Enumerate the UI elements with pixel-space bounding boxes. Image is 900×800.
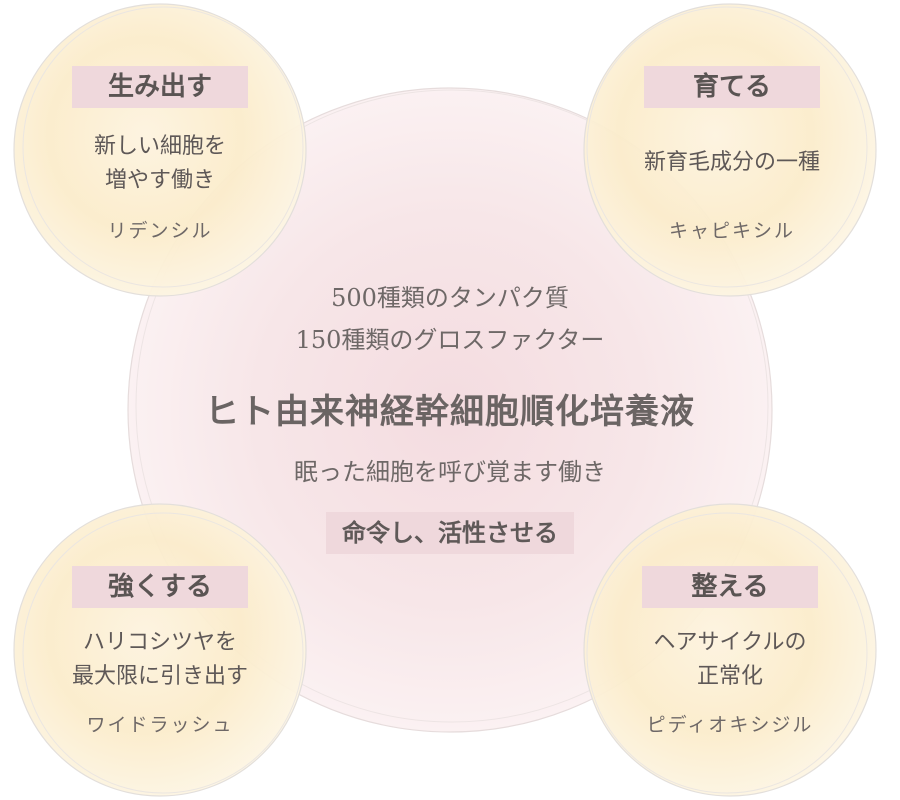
command-label-wrap: 命令し、活性させる: [0, 512, 900, 554]
feature-tag: 強くする: [72, 566, 248, 608]
feature-desc-line: ヘアサイクルの: [653, 630, 807, 655]
feature-desc-line: 最大限に引き出す: [71, 664, 248, 689]
feature-desc-line: 増やす働き: [104, 168, 215, 193]
ingredient-name: ワイドラッシュ: [86, 714, 234, 736]
feature-desc-line: 正常化: [696, 664, 763, 689]
center-subtitle: 眠った細胞を呼び覚ます働き: [294, 458, 606, 486]
ingredient-name: キャピキシル: [668, 220, 795, 242]
feature-desc-line: ハリコシツヤを: [82, 630, 237, 655]
feature-generate: 生み出す 新しい細胞を 増やす働き リデンシル: [10, 0, 310, 300]
feature-desc-line: 新しい細胞を: [93, 134, 226, 159]
feature-grow: 育てる 新育毛成分の一種 キャピキシル: [582, 0, 882, 300]
feature-strengthen: 強くする ハリコシツヤを 最大限に引き出す ワイドラッシュ: [10, 500, 310, 800]
main-title: ヒト由来神経幹細胞順化培養液: [205, 392, 695, 432]
command-label: 命令し、活性させる: [326, 512, 574, 554]
ingredient-name: リデンシル: [107, 220, 213, 242]
feature-regulate: 整える ヘアサイクルの 正常化 ピディオキシジル: [580, 500, 880, 800]
protein-count-text: 500種類のタンパク質: [331, 284, 569, 312]
feature-tag: 整える: [642, 566, 818, 608]
feature-desc-line: 新育毛成分の一種: [643, 150, 820, 175]
feature-tag: 生み出す: [72, 66, 248, 108]
ingredient-name: ピディオキシジル: [646, 714, 814, 736]
feature-tag: 育てる: [644, 66, 820, 108]
growth-factor-count-text: 150種類のグロスファクター: [295, 326, 605, 354]
